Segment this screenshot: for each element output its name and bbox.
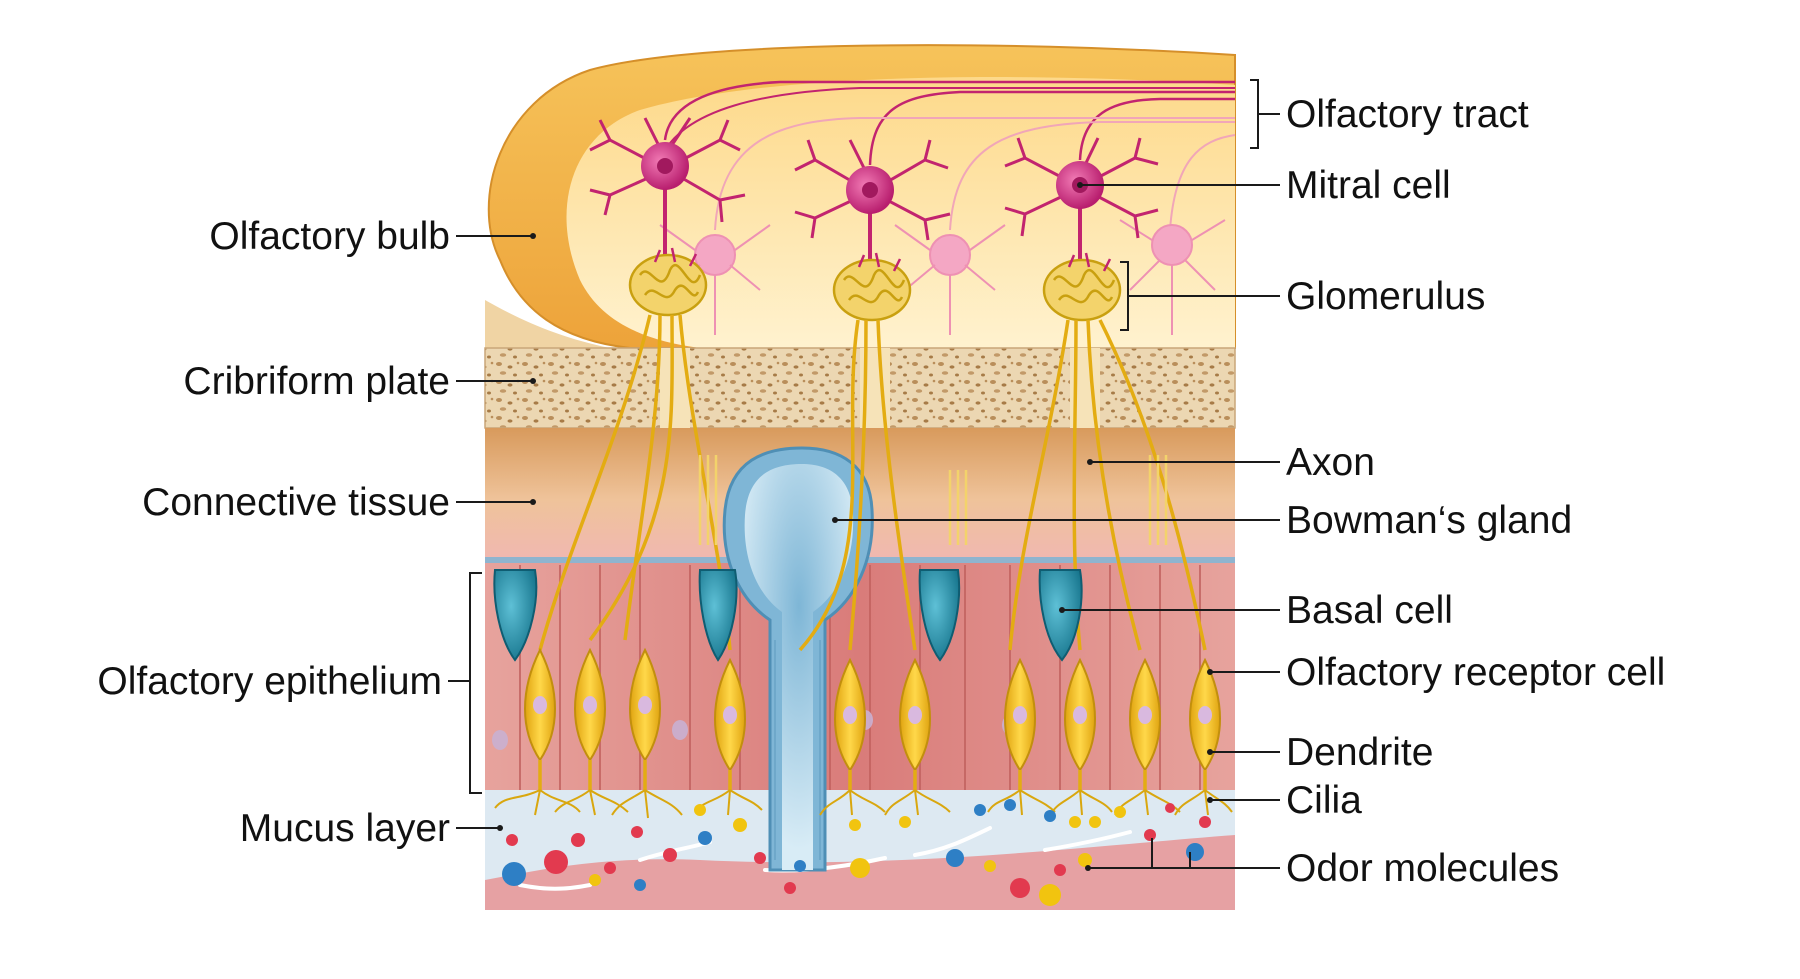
glomerulus-3 — [1042, 252, 1122, 322]
leader-lines — [448, 79, 1280, 871]
label-cribriform-plate: Cribriform plate — [183, 360, 450, 403]
label-basal-cell: Basal cell — [1286, 589, 1453, 632]
glomerulus-1 — [628, 247, 708, 317]
glomeruli — [628, 247, 1122, 322]
label-olfactory-receptor-cell: Olfactory receptor cell — [1286, 651, 1665, 694]
label-cilia: Cilia — [1286, 779, 1362, 822]
odor-molecules-dots — [502, 799, 1211, 906]
mitral-cell-2 — [794, 139, 951, 260]
label-axon: Axon — [1286, 441, 1375, 484]
label-olfactory-bulb: Olfactory bulb — [209, 215, 450, 258]
label-bowmans-gland: Bowman‘s gland — [1286, 499, 1572, 542]
label-olfactory-tract: Olfactory tract — [1286, 93, 1529, 136]
glomerulus-2 — [832, 252, 912, 322]
label-dendrite: Dendrite — [1286, 731, 1433, 774]
mitral-cell-1 — [589, 117, 746, 255]
secondary-tract-lines — [714, 117, 1236, 231]
basal-cells — [493, 569, 1083, 662]
olfactory-receptor-cells — [494, 647, 1233, 819]
bowmans-gland-structure — [722, 446, 874, 872]
label-connective-tissue: Connective tissue — [142, 481, 450, 524]
label-glomerulus: Glomerulus — [1286, 275, 1485, 318]
cribriform-plate — [484, 347, 1236, 429]
nerve-bundles — [698, 455, 1168, 545]
labels: Olfactory bulb Cribriform plate Connecti… — [97, 93, 1665, 890]
label-mucus-layer: Mucus layer — [240, 807, 450, 850]
tissue-illustration — [484, 44, 1236, 910]
label-mitral-cell: Mitral cell — [1286, 164, 1451, 207]
mitral-cells — [589, 117, 1159, 260]
label-olfactory-epithelium: Olfactory epithelium — [97, 660, 442, 703]
label-odor-molecules: Odor molecules — [1286, 847, 1559, 890]
